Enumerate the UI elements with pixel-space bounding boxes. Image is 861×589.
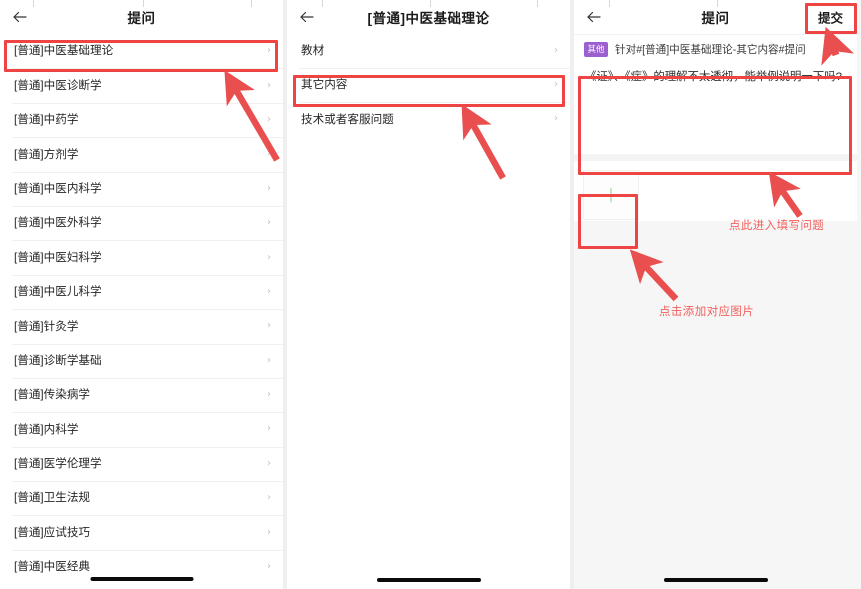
subject-item-label: [普通]方剂学 [14,147,79,161]
question-textarea[interactable] [582,65,849,149]
back-arrow-icon[interactable] [298,8,316,26]
subject-item-label: [普通]中医诊断学 [14,78,102,92]
home-indicator-right [663,578,768,582]
back-arrow-icon[interactable] [11,8,29,26]
page-title: 提问 [127,11,156,26]
subject-item-row[interactable]: [普通]医学伦理学 › [0,446,283,482]
submit-button[interactable]: 提交 [817,11,843,26]
subject-item-label: [普通]中医妇科学 [14,250,102,264]
subject-item-row[interactable]: [普通]中医外科学 › [0,205,283,241]
chevron-right-icon: › [267,423,271,435]
subject-item-row[interactable]: [普通]内科学 › [0,412,283,447]
chevron-right-icon: › [267,113,271,125]
subject-item-label: [普通]中医外科学 [14,216,102,230]
subject-item-label: [普通]应试技巧 [14,525,91,539]
subject-item-row[interactable]: [普通]诊断学基础 › [0,343,283,378]
chevron-right-icon: › [267,561,271,573]
subject-item-row[interactable]: [普通]卫生法规 › [0,481,283,516]
subject-item-label: [普通]针灸学 [14,319,79,333]
subject-item-label: [普通]卫生法规 [14,491,91,505]
chevron-right-icon: › [267,389,271,401]
category-item-label: 教材 [301,44,325,58]
chevron-right-icon: › [267,492,271,504]
category-item-row[interactable]: 技术或者客服问题 › [287,102,570,137]
subject-item-label: [普通]中医基础理论 [14,44,114,58]
subject-item-label: [普通]中医内科学 [14,181,102,195]
subject-item-row[interactable]: [普通]应试技巧 › [0,515,283,550]
subject-item-label: [普通]传染病学 [14,388,91,402]
subject-item-label: [普通]诊断学基础 [14,353,102,367]
chevron-right-icon: › [267,457,271,469]
chevron-right-icon: › [554,113,558,125]
navbar-right: 提问 提交 [574,0,857,34]
home-indicator-left [90,577,193,581]
category-item-row[interactable]: 其它内容 › [287,68,570,103]
chevron-right-icon: › [267,182,271,194]
screen-subject-list: 提问 [普通]中医基础理论 › [普通]中医诊断学 › [普通]中药学 › [普通]方剂学 ›… [0,0,283,589]
add-image-button[interactable] [583,170,639,220]
subject-item-row[interactable]: [普通]方剂学 › [0,137,283,172]
subject-item-label: [普通]医学伦理学 [14,457,102,471]
navbar-left: 提问 [0,0,283,34]
subject-item-label: [普通]中医儿科学 [14,285,102,299]
chevron-right-icon: › [267,79,271,91]
chevron-right-icon: › [267,285,271,297]
subject-item-row[interactable]: [普通]中医儿科学 › [0,274,283,310]
panel-divider-2 [570,0,574,589]
chevron-right-icon: › [267,45,271,57]
chevron-right-icon: › [267,251,271,263]
subject-item-row[interactable]: [普通]中医经典 › [0,549,283,585]
status-badge: 其他 [584,41,609,57]
subject-item-row[interactable]: [普通]中医基础理论 › [0,34,283,69]
background-filler [857,0,861,589]
subject-item-label: [普通]中医经典 [14,560,91,574]
chevron-right-icon: › [267,354,271,366]
chevron-right-icon: › [267,217,271,229]
subject-item-row[interactable]: [普通]传染病学 › [0,377,283,413]
home-indicator-middle [376,578,481,582]
empty-page-body [574,221,857,589]
chevron-right-icon: › [267,526,271,538]
panel-divider-1 [283,0,287,589]
category-list: 教材 › 其它内容 › 技术或者客服问题 › [287,34,570,137]
category-item-label: 其它内容 [301,78,348,92]
subject-item-row[interactable]: [普通]中药学 › [0,102,283,138]
subject-item-row[interactable]: [普通]中医妇科学 › [0,240,283,275]
page-title: 提问 [701,11,730,26]
chevron-right-icon: › [267,320,271,332]
chevron-right-icon: › [554,45,558,57]
question-context-bar: 其他 针对#[普通]中医基础理论-其它内容#提问 [574,34,857,63]
chevron-right-icon: › [267,148,271,160]
subject-item-label: [普通]内科学 [14,422,79,436]
subject-item-row[interactable]: [普通]中医内科学 › [0,171,283,206]
back-arrow-icon[interactable] [585,8,603,26]
screen-category-list: [普通]中医基础理论 教材 › 其它内容 › 技术或者客服问题 › [287,0,570,589]
navbar-middle: [普通]中医基础理论 [287,0,570,34]
screen-compose-question: 提问 提交 其他 针对#[普通]中医基础理论-其它内容#提问 [574,0,857,589]
compose-section [574,63,857,154]
subject-item-row[interactable]: [普通]针灸学 › [0,309,283,344]
subject-item-row[interactable]: [普通]中医诊断学 › [0,68,283,103]
plus-icon [601,185,621,205]
page-title: [普通]中医基础理论 [367,11,490,26]
context-text: 针对#[普通]中医基础理论-其它内容#提问 [615,43,806,56]
image-upload-section [574,161,857,221]
section-divider [574,154,857,161]
chevron-right-icon: › [554,79,558,91]
subject-list: [普通]中医基础理论›[普通]中医诊断学›[普通]中药学›[普通]方剂学›[普通… [0,34,283,585]
category-item-row[interactable]: 教材 › [287,34,570,69]
category-item-label: 技术或者客服问题 [301,112,394,126]
subject-item-label: [普通]中药学 [14,113,79,127]
